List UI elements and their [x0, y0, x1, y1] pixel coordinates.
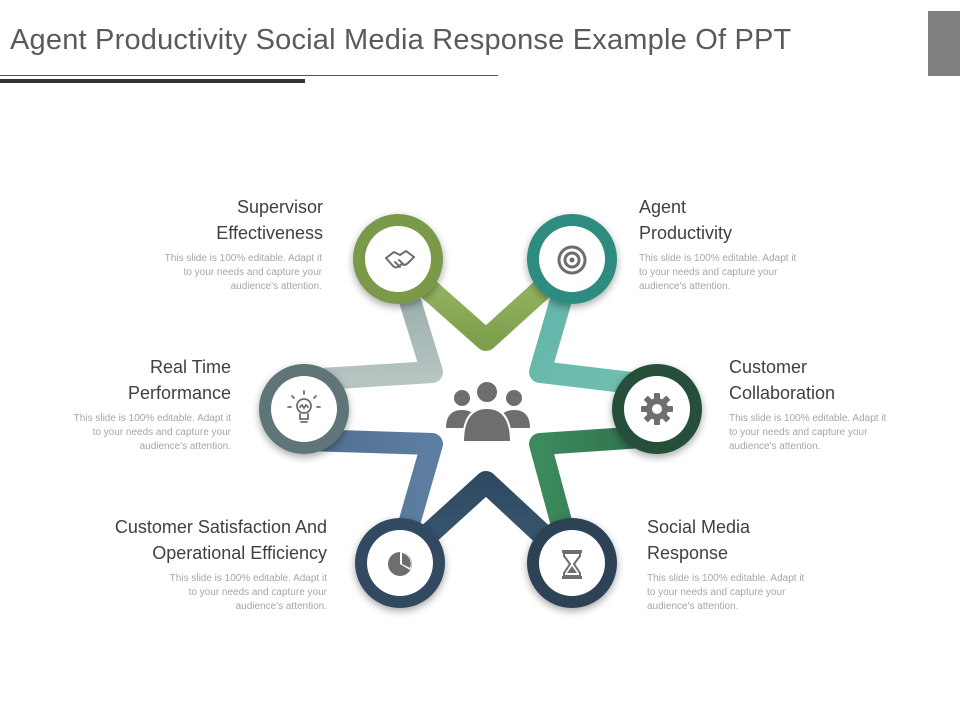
- desc-line: to your needs and capture your: [183, 267, 322, 278]
- label-collaboration: Customer Collaboration: [729, 354, 949, 406]
- desc-line: to your needs and capture your: [188, 587, 327, 598]
- desc-line: audience's attention.: [639, 281, 731, 292]
- label-line: Performance: [127, 383, 231, 403]
- desc-line: audience's attention.: [139, 441, 231, 452]
- desc-line: to your needs and capture your: [92, 427, 231, 438]
- title-underline-thick: [0, 79, 305, 83]
- node-supervisor: [353, 214, 443, 304]
- desc-line: This slide is 100% editable. Adapt it: [164, 253, 322, 264]
- desc-line: audience's attention.: [235, 601, 327, 612]
- desc-supervisor: This slide is 100% editable. Adapt it to…: [110, 252, 322, 294]
- label-line: Social Media: [647, 517, 751, 537]
- desc-line: audience's attention.: [230, 281, 322, 292]
- label-line: Agent: [639, 197, 687, 217]
- label-real-time: Real Time Performance: [20, 354, 231, 406]
- hourglass-icon: [562, 550, 582, 579]
- node-social: [527, 518, 617, 608]
- label-line: Customer: [729, 357, 808, 377]
- label-line: Customer Satisfaction And: [114, 517, 327, 537]
- label-agent: Agent Productivity: [639, 194, 859, 246]
- desc-line: to your needs and capture your: [729, 427, 868, 438]
- desc-line: This slide is 100% editable. Adapt it: [169, 573, 327, 584]
- desc-line: audience's attention.: [647, 601, 739, 612]
- slide-title: Agent Productivity Social Media Response…: [10, 24, 792, 56]
- desc-line: This slide is 100% editable. Adapt it: [73, 413, 231, 424]
- desc-line: This slide is 100% editable. Adapt it: [639, 253, 797, 264]
- label-line: Collaboration: [729, 383, 836, 403]
- title-underline-thin: [0, 75, 498, 76]
- desc-line: to your needs and capture your: [639, 267, 778, 278]
- corner-accent-block: [928, 11, 960, 76]
- desc-satisfaction: This slide is 100% editable. Adapt it to…: [110, 572, 327, 614]
- desc-social: This slide is 100% editable. Adapt it to…: [647, 572, 867, 614]
- desc-line: This slide is 100% editable. Adapt it: [647, 573, 805, 584]
- label-line: Real Time: [149, 357, 231, 377]
- gear-icon: [641, 393, 673, 425]
- desc-collaboration: This slide is 100% editable. Adapt it to…: [729, 412, 949, 454]
- label-satisfaction: Customer Satisfaction And Operational Ef…: [40, 514, 327, 566]
- handshake-icon: [385, 250, 415, 269]
- desc-line: to your needs and capture your: [647, 587, 786, 598]
- label-line: Effectiveness: [216, 223, 323, 243]
- label-social: Social Media Response: [647, 514, 867, 566]
- pie-chart-icon: [388, 552, 412, 576]
- label-line: Operational Efficiency: [152, 543, 327, 563]
- label-line: Supervisor: [236, 197, 323, 217]
- desc-real-time: This slide is 100% editable. Adapt it to…: [20, 412, 231, 454]
- target-icon: [557, 245, 587, 275]
- label-supervisor: Supervisor Effectiveness: [110, 194, 323, 246]
- label-line: Productivity: [639, 223, 733, 243]
- lightbulb-icon: [287, 390, 321, 423]
- people-group-icon: [446, 380, 530, 443]
- desc-agent: This slide is 100% editable. Adapt it to…: [639, 252, 859, 294]
- desc-line: This slide is 100% editable. Adapt it: [729, 413, 887, 424]
- desc-line: audience's attention.: [729, 441, 821, 452]
- label-line: Response: [647, 543, 729, 563]
